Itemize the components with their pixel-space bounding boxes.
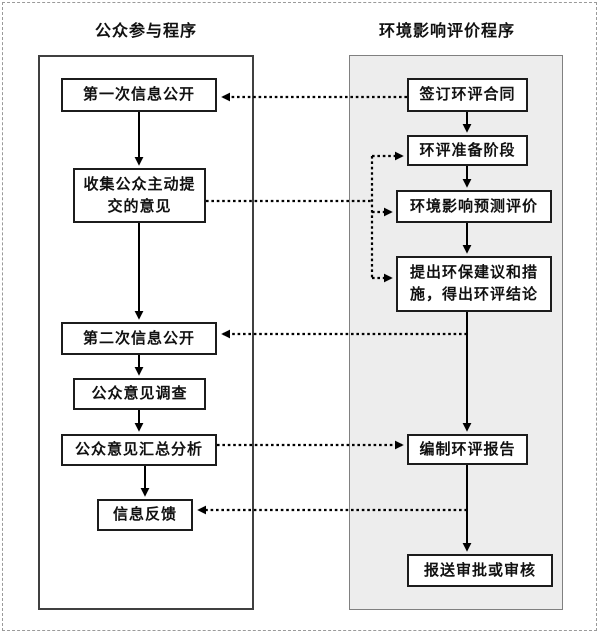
node-compile-eia-report: 编制环评报告 — [407, 434, 528, 465]
node-opinion-summary-analysis: 公众意见汇总分析 — [61, 434, 217, 466]
node-second-disclosure: 第二次信息公开 — [61, 322, 217, 355]
node-collect-public-opinions: 收集公众主动提 交的意见 — [73, 168, 206, 223]
left-column-title: 公众参与程序 — [94, 21, 197, 40]
node-info-feedback: 信息反馈 — [97, 499, 193, 531]
node-sign-eia-contract: 签订环评合同 — [407, 78, 528, 112]
node-submit-for-approval: 报送审批或审核 — [407, 554, 553, 587]
node-first-disclosure: 第一次信息公开 — [61, 78, 217, 112]
node-suggestions-and-conclusion: 提出环保建议和措 施，得出环评结论 — [396, 256, 552, 312]
node-public-opinion-survey: 公众意见调查 — [73, 378, 206, 410]
node-impact-prediction-evaluation: 环境影响预测评价 — [396, 190, 552, 223]
node-eia-preparation: 环评准备阶段 — [407, 135, 528, 166]
right-column-title: 环境影响评价程序 — [378, 21, 515, 40]
